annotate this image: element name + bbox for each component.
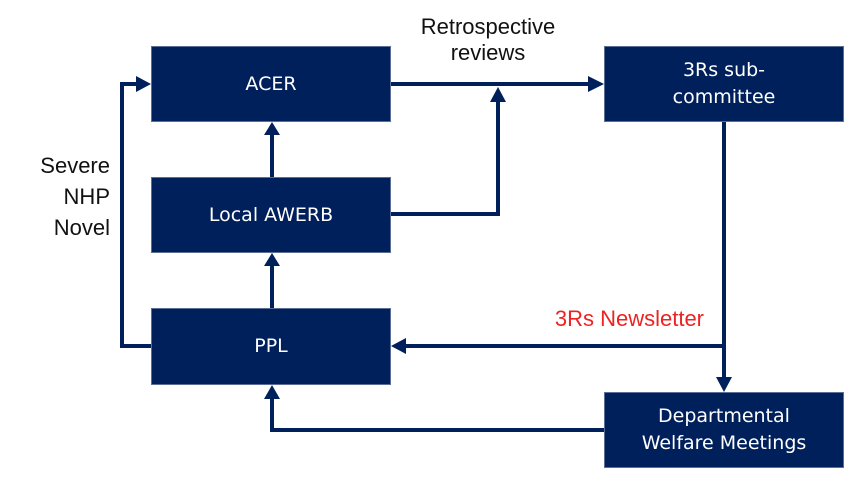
edge-label-retrospective-reviews: Retrospective reviews [420,14,556,65]
node-acer[interactable]: ACER [151,46,391,122]
edge-label-3rs-newsletter: 3Rs Newsletter [554,306,704,331]
node-acer-label: ACER [245,72,297,95]
node-local-awerb[interactable]: Local AWERB [151,177,391,253]
arrowhead-up-icon [264,253,280,266]
arrowhead-left-icon [391,338,406,354]
arrowhead-up-icon [490,87,506,102]
arrowhead-up-icon [264,122,280,135]
node-3rs-sub-committee-label: 3Rs sub- committee [672,59,776,108]
arrowhead-down-icon [716,377,732,392]
edge-departmental-to-ppl [270,398,604,432]
edge-awerb-to-3rs [391,100,500,216]
node-3rs-sub-committee[interactable]: 3Rs sub- committee [604,46,844,122]
arrowhead-up-icon [264,385,280,399]
edge-label-severe-nhp-novel: Severe NHP Novel [40,153,110,240]
arrowhead-right-icon [588,76,604,92]
node-ppl-label: PPL [254,335,288,357]
edge-ppl-to-acer [120,82,151,348]
node-ppl[interactable]: PPL [151,308,391,385]
node-departmental-welfare-meetings[interactable]: Departmental Welfare Meetings [604,392,844,468]
node-local-awerb-label: Local AWERB [208,203,334,226]
arrowhead-right-icon [136,76,151,92]
node-departmental-label: Departmental Welfare Meetings [641,405,807,454]
